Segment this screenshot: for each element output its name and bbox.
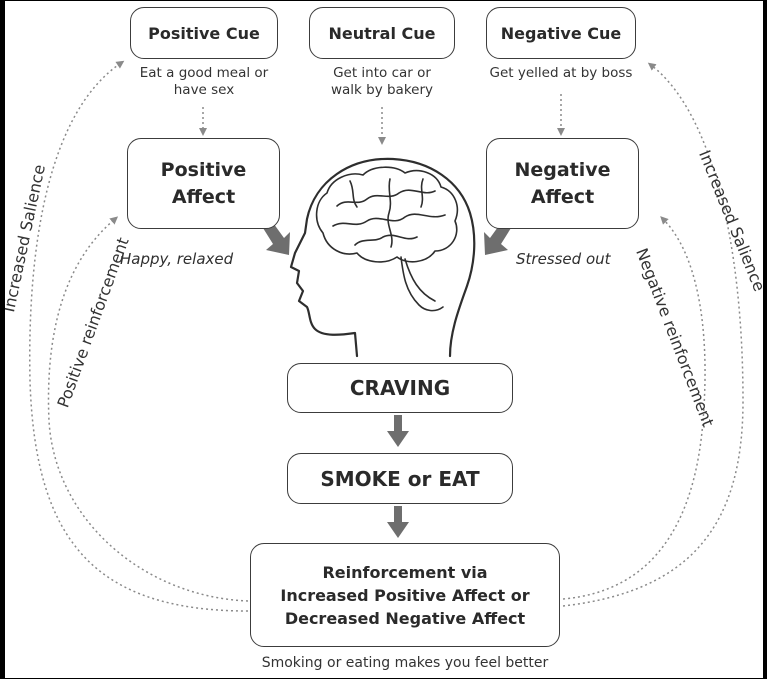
negative-affect-line-1: Negative (514, 158, 611, 181)
negative-cue-example: Get yelled at by boss (471, 65, 651, 82)
reinforcement-line-1: Reinforcement via (322, 562, 488, 582)
feedback-loops (28, 60, 744, 612)
head-silhouette (289, 157, 476, 358)
negative-feeling-label: Stressed out (516, 250, 611, 268)
loop-right-inner (562, 216, 706, 600)
positive-cue-example: Eat a good meal or have sex (119, 65, 289, 99)
reinforcement-line-2: Increased Positive Affect or (280, 585, 530, 605)
neutral-cue-title: Neutral Cue (328, 23, 436, 43)
loop-left-outer (28, 60, 249, 612)
positive-affect-box: Positive Affect (127, 138, 280, 229)
smoke-or-eat-box: SMOKE or EAT (287, 453, 513, 504)
reinforcement-line-3: Decreased Negative Affect (284, 608, 526, 628)
arrow-action-to-reinforcement (387, 506, 409, 538)
craving-label: CRAVING (349, 376, 451, 400)
positive-cue-example-line-2: have sex (173, 82, 235, 98)
arrow-craving-to-action (387, 415, 409, 447)
smoke-or-eat-label: SMOKE or EAT (320, 466, 480, 491)
positive-cue-box: Positive Cue (130, 7, 278, 59)
positive-feeling-label: Happy, relaxed (120, 250, 234, 268)
reinforcement-caption: Smoking or eating makes you feel better (261, 655, 549, 671)
reinforcement-box: Reinforcement via Increased Positive Aff… (250, 543, 560, 647)
neutral-cue-example: Get into car or walk by bakery (302, 65, 462, 99)
positive-affect-line-1: Positive (160, 158, 247, 181)
diagram-canvas: Positive Cue Neutral Cue Negative Cue Ea… (5, 1, 763, 678)
cue-connectors (199, 94, 565, 145)
positive-affect-line-2: Affect (171, 185, 236, 208)
brain-icon (315, 166, 459, 312)
neutral-cue-box: Neutral Cue (309, 7, 455, 59)
loop-left-inner (47, 216, 249, 602)
negative-affect-box: Negative Affect (486, 138, 639, 229)
negative-cue-title: Negative Cue (500, 23, 622, 43)
neutral-cue-example-line-1: Get into car or (333, 65, 431, 81)
negative-affect-line-2: Affect (530, 185, 595, 208)
neutral-cue-example-line-2: walk by bakery (330, 82, 434, 98)
positive-cue-title: Positive Cue (148, 23, 260, 43)
craving-box: CRAVING (287, 363, 513, 413)
negative-cue-box: Negative Cue (486, 7, 636, 59)
positive-cue-example-line-1: Eat a good meal or (139, 65, 269, 81)
negative-cue-example-line-1: Get yelled at by boss (489, 65, 633, 81)
arrow-positive-to-head (263, 220, 290, 255)
